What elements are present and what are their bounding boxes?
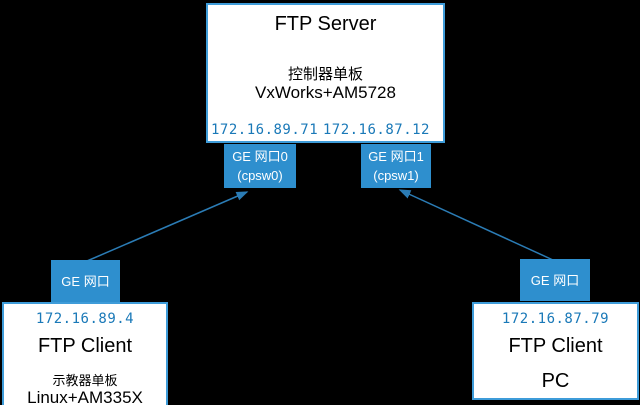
server-ip-cpsw1: 172.16.87.12 (322, 122, 430, 138)
connection-arrow-left (86, 191, 249, 262)
server-port-cpsw1: GE 网口1 (cpsw1) (361, 144, 431, 188)
client-left-board-label: 示教器单板 (52, 373, 118, 388)
port-cpsw0-label: GE 网口0 (232, 149, 288, 164)
ftp-client-right-box: 172.16.87.79 FTP Client PC (472, 302, 639, 400)
client-right-ip: 172.16.87.79 (501, 311, 610, 327)
client-left-os-label: Linux+AM335X (27, 388, 143, 405)
server-ip-cpsw0: 172.16.89.71 (211, 122, 319, 138)
client-right-title: FTP Client (508, 335, 603, 357)
server-os-label: VxWorks+AM5728 (255, 83, 396, 102)
server-port-cpsw0: GE 网口0 (cpsw0) (224, 144, 296, 188)
server-title: FTP Server (274, 13, 377, 35)
client-right-port-label: GE 网口 (530, 272, 580, 288)
ftp-server-box: FTP Server 控制器单板 VxWorks+AM5728 172.16.8… (206, 3, 445, 143)
client-right-device-label: PC (541, 370, 570, 392)
client-left-port: GE 网口 (51, 260, 120, 302)
port-cpsw0-name: (cpsw0) (237, 168, 283, 183)
connection-arrow-right (398, 189, 554, 261)
server-board-label: 控制器单板 (287, 66, 363, 83)
server-ip-row: 172.16.89.71 172.16.87.12 (208, 122, 443, 138)
client-left-port-label: GE 网口 (61, 273, 110, 289)
client-left-ip: 172.16.89.4 (35, 311, 135, 327)
client-right-port: GE 网口 (520, 259, 590, 301)
client-left-title: FTP Client (37, 335, 133, 357)
port-cpsw1-name: (cpsw1) (373, 168, 419, 183)
ftp-client-left-box: 172.16.89.4 FTP Client 示教器单板 Linux+AM335… (2, 302, 168, 405)
port-cpsw1-label: GE 网口1 (368, 149, 424, 164)
